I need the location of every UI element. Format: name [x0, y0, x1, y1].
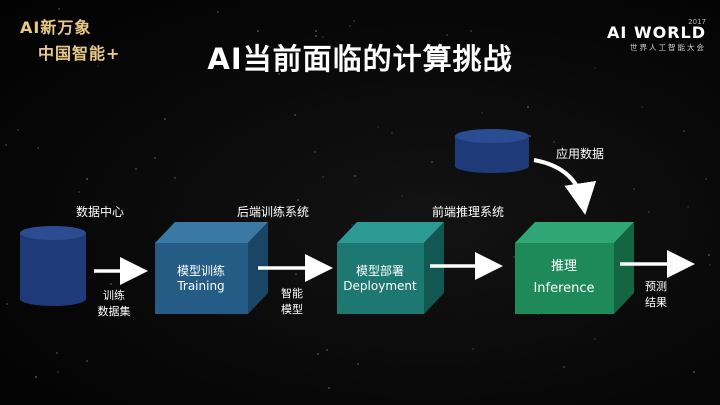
background-speck: [484, 67, 486, 69]
background-speck: [633, 188, 635, 190]
background-speck: [322, 176, 324, 178]
logo-left-line2: 中国智能+: [38, 44, 121, 63]
background-speck: [315, 30, 317, 32]
background-speck: [391, 132, 393, 134]
background-speck: [35, 376, 37, 378]
background-speck: [648, 211, 650, 213]
background-speck: [314, 151, 316, 153]
background-speck: [278, 73, 280, 75]
logo-left-line1: AI新万象: [20, 18, 92, 37]
background-speck: [315, 35, 317, 37]
background-speck: [17, 129, 19, 131]
background-speck: [326, 349, 328, 351]
background-speck: [354, 175, 356, 177]
smart-model-label: 智能 模型: [281, 287, 303, 316]
datacenter-cylinder-icon: [20, 226, 86, 306]
background-speck: [351, 224, 353, 226]
background-speck: [472, 348, 474, 350]
background-speck: [217, 11, 219, 13]
background-speck: [57, 371, 59, 373]
logo-ai-world: 2017 AI WORLD 世界人工智能大会: [607, 18, 706, 53]
training-cube: [155, 222, 268, 314]
prediction-result-label: 预测 结果: [645, 280, 667, 309]
background-speck: [5, 144, 7, 146]
logo-brand: AI WORLD: [607, 23, 706, 42]
background-speck: [59, 27, 61, 29]
background-speck: [594, 67, 596, 69]
background-speck: [401, 195, 403, 197]
background-speck: [97, 65, 99, 67]
background-speck: [641, 106, 643, 108]
background-speck: [353, 20, 355, 22]
background-speck: [529, 135, 531, 137]
inference-box-text: 推理 Inference: [533, 259, 595, 296]
deployment-box-text: 模型部署 Deployment: [343, 264, 417, 293]
slide-title: AI当前面临的计算挑战: [207, 42, 513, 76]
deployment-cube: [337, 222, 444, 314]
background-speck: [164, 118, 166, 120]
background-speck: [683, 130, 685, 132]
background-speck: [86, 178, 88, 180]
background-speck: [56, 352, 58, 354]
background-speck: [110, 283, 112, 285]
background-speck: [317, 353, 319, 355]
background-speck: [295, 273, 297, 275]
dataset-label: 训练 数据集: [97, 289, 131, 318]
background-speck: [357, 363, 359, 365]
background-speck: [349, 25, 351, 27]
background-speck: [58, 8, 60, 10]
logo-ai-xinwanxiang: AI新万象 中国智能+: [20, 14, 120, 64]
background-speck: [687, 206, 689, 208]
arrow-appdata-to-inference: [533, 158, 597, 215]
background-speck: [294, 114, 296, 116]
backend-system-label: 后端训练系统: [237, 205, 310, 219]
inference-cube: [515, 222, 634, 314]
background-speck: [513, 256, 515, 258]
background-speck: [174, 177, 176, 179]
background-speck: [86, 360, 88, 362]
background-speck: [594, 338, 596, 340]
background-speck: [708, 254, 710, 256]
logo-year: 2017: [688, 18, 706, 26]
background-speck: [563, 366, 565, 368]
background-speck: [335, 50, 337, 52]
training-box-text: 模型训练 Training: [176, 264, 226, 293]
background-speck: [527, 106, 529, 108]
background-speck: [135, 168, 137, 170]
background-speck: [328, 387, 330, 389]
background-speck: [257, 30, 259, 32]
app-data-cylinder-icon: [455, 129, 529, 173]
frontend-system-label: 前端推理系统: [432, 205, 505, 219]
background-speck: [446, 34, 448, 36]
background-speck: [6, 303, 8, 305]
background-speck: [470, 30, 472, 32]
background-speck: [78, 191, 80, 193]
background-speck: [297, 199, 299, 201]
background-speck: [377, 126, 379, 128]
background-speck: [467, 54, 469, 56]
background-speck: [37, 147, 39, 149]
background-speck: [693, 371, 695, 373]
background-speck: [154, 157, 156, 159]
logo-subtitle: 世界人工智能大会: [630, 43, 706, 52]
background-speck: [431, 161, 433, 163]
app-data-label: 应用数据: [556, 147, 605, 161]
datacenter-label: 数据中心: [76, 205, 125, 219]
background-speck: [322, 36, 324, 38]
background-speck: [481, 112, 483, 114]
background-speck: [705, 178, 707, 180]
background-speck: [709, 264, 711, 266]
background-speck: [553, 141, 555, 143]
